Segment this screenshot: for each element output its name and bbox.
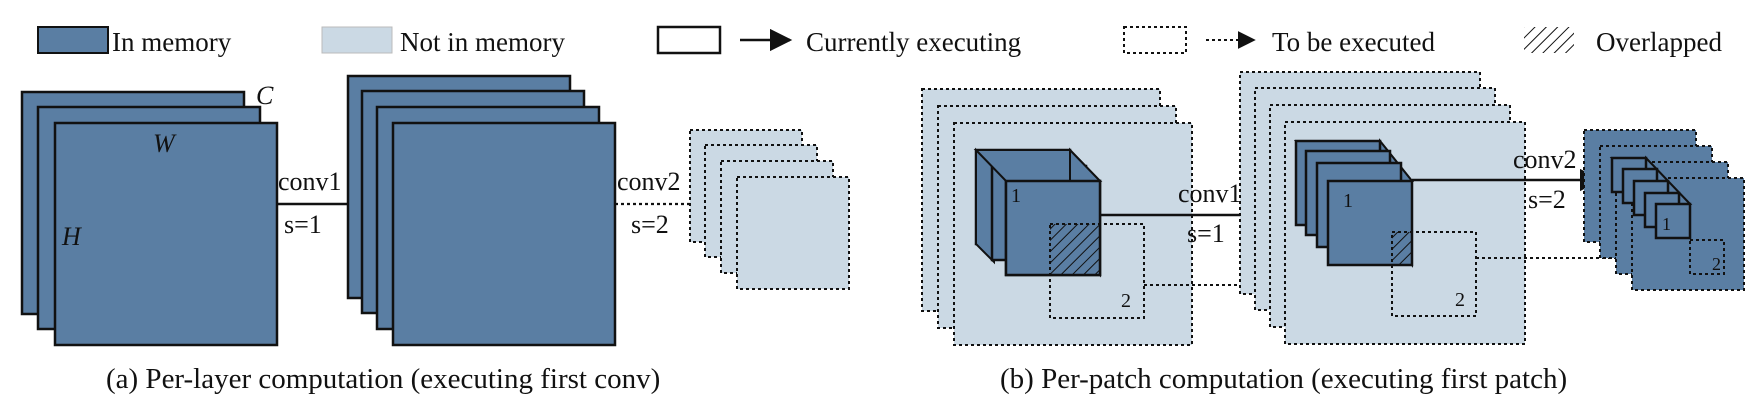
legend-overlapped-swatch <box>1524 27 1574 53</box>
intermediate-feature-map-stack <box>346 74 617 347</box>
patch-conv1-stride: s=1 <box>1187 219 1225 248</box>
legend: In memory Not in memory Currently execut… <box>37 25 1722 57</box>
patch-conv2-stride: s=2 <box>1528 185 1566 214</box>
input-overlap-region <box>1050 224 1100 275</box>
legend-in-memory-swatch <box>37 26 109 54</box>
output-patch-2 <box>1689 239 1725 275</box>
intermediate-patch-2-label: 2 <box>1455 289 1465 311</box>
intermediate-patch-1-label: 1 <box>1343 190 1353 212</box>
input-feature-map-stack <box>20 90 279 347</box>
intermediate-patch-2 <box>1391 231 1477 317</box>
legend-overlapped-label: Overlapped <box>1596 27 1722 57</box>
input-patch-2 <box>1049 223 1145 319</box>
output-feature-map-stack <box>689 129 850 290</box>
conv2-label: conv2 <box>617 167 681 196</box>
legend-to-be-executed-swatch <box>1123 26 1187 54</box>
intermediate-patch-1: 1 <box>1293 138 1415 268</box>
output-patch-1: 1 <box>1609 155 1693 241</box>
conv1-stride: s=1 <box>284 210 322 239</box>
patch-conv1-label: conv1 <box>1178 179 1242 208</box>
output-patch-1-label: 1 <box>1662 214 1671 234</box>
conv1-label: conv1 <box>278 167 342 196</box>
legend-currently-executing-label: Currently executing <box>806 27 1021 57</box>
panel-b-caption: (b) Per-patch computation (executing fir… <box>1000 363 1567 395</box>
input-patch-2-label: 2 <box>1121 290 1131 312</box>
panel-b: 1 2 conv1 s=1 1 2 <box>921 71 1745 395</box>
panel-a-caption: (a) Per-layer computation (executing fir… <box>106 363 660 395</box>
legend-not-in-memory-label: Not in memory <box>400 27 565 57</box>
intermediate-overlap-region <box>1392 232 1412 265</box>
output-patch-2-label: 2 <box>1712 254 1721 274</box>
legend-currently-executing-swatch <box>656 25 722 55</box>
legend-in-memory-label: In memory <box>112 27 232 57</box>
panel-a: C W H conv1 s=1 conv2 s=2 (a) Per-layer … <box>20 74 850 395</box>
legend-not-in-memory-swatch <box>321 26 393 54</box>
patch-conv2-label: conv2 <box>1513 145 1577 174</box>
conv2-stride: s=2 <box>631 210 669 239</box>
input-patch-1-label: 1 <box>1011 185 1021 207</box>
legend-to-be-executed-label: To be executed <box>1272 27 1436 57</box>
dim-w-label: W <box>153 129 177 158</box>
dim-h-label: H <box>61 222 82 251</box>
dim-c-label: C <box>256 81 274 110</box>
